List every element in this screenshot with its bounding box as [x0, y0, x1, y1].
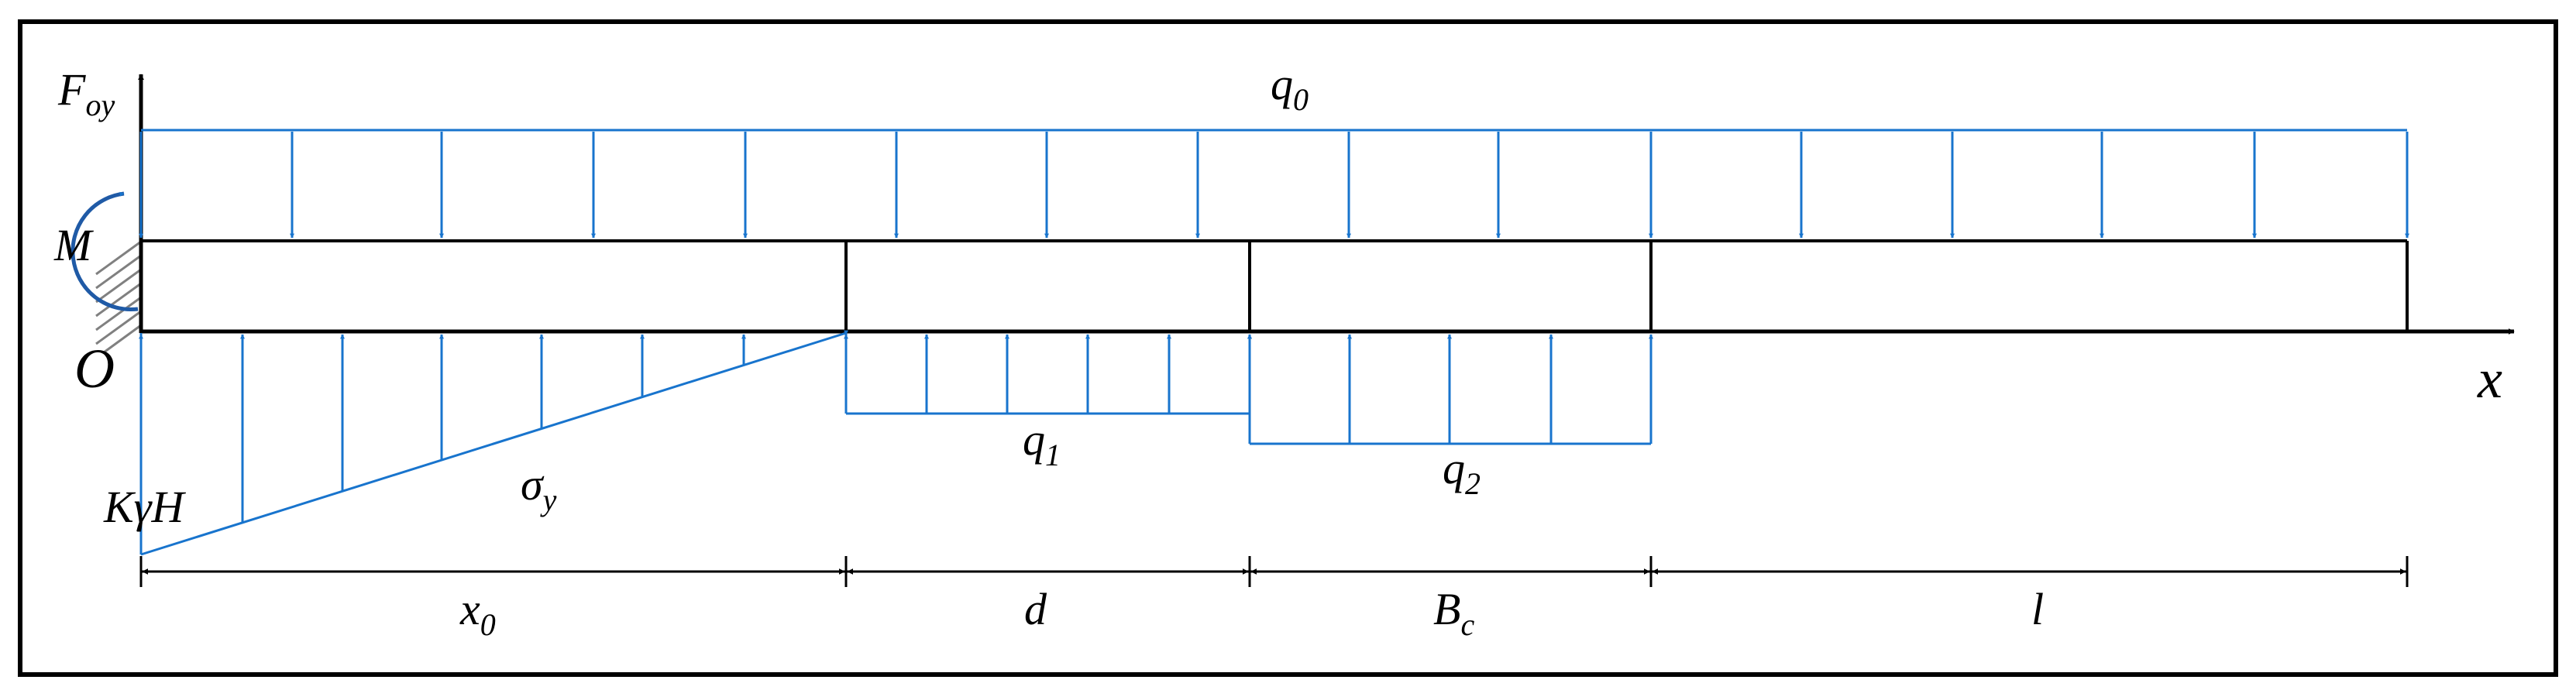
q1-label: q1	[1023, 414, 1061, 472]
q0-distributed-load	[139, 129, 2409, 239]
moment-arrow	[71, 191, 139, 312]
q2-distributed-load	[1247, 334, 1653, 445]
fixed-support-hatch	[95, 240, 142, 354]
x-axis-label: x	[2477, 348, 2502, 410]
origin-label: O	[74, 338, 115, 400]
q2-label: q2	[1443, 443, 1481, 501]
diagram-frame	[18, 19, 2558, 677]
x0-label: x0	[459, 584, 496, 642]
sigma-y-label: σy	[521, 459, 557, 517]
q0-label: q0	[1271, 59, 1309, 117]
dimension-line	[139, 556, 2409, 587]
moment-label: M	[53, 220, 94, 270]
q1-distributed-load	[844, 334, 1252, 415]
d-label: d	[1024, 584, 1047, 634]
kgh-label: KγH	[103, 482, 187, 532]
bc-label: Bc	[1433, 584, 1474, 642]
sigma-y-triangular-load	[139, 330, 848, 556]
beam	[141, 239, 2409, 331]
force-axis-label: Foy	[57, 64, 115, 122]
l-label: l	[2031, 584, 2044, 634]
